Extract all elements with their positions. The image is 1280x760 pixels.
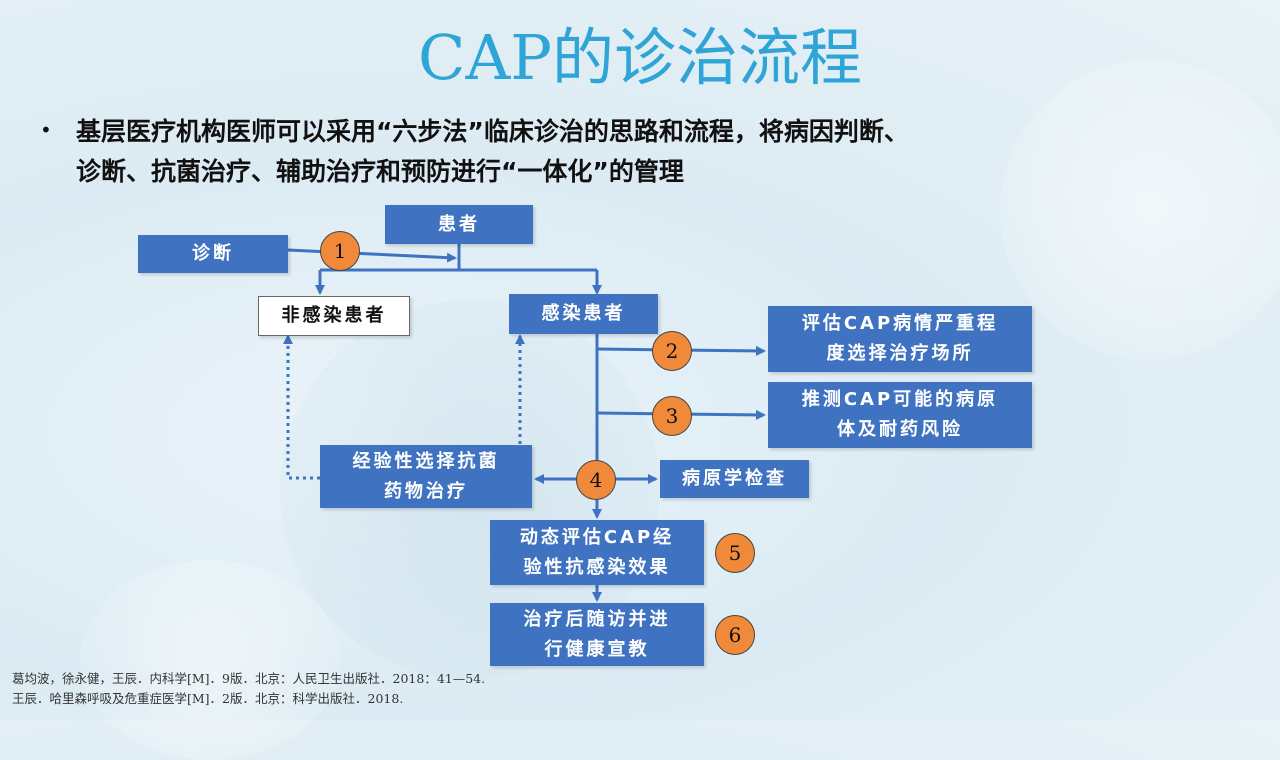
bullet-dot-icon: • (40, 118, 52, 142)
box-dynamic-line-1: 动态评估CAP经 (519, 526, 675, 548)
box-followup-line-1: 治疗后随访并进 (523, 608, 671, 630)
page-title: CAP的诊治流程 (418, 21, 862, 94)
step-3-badge: 3 (652, 396, 692, 436)
step-2-badge: 2 (652, 331, 692, 371)
box-assess-line-1: 评估CAP病情严重程 (801, 313, 999, 334)
box-assess-line-2: 度选择治疗场所 (826, 343, 974, 364)
box-infer-line-2: 体及耐药风险 (837, 419, 963, 440)
box-assess-severity: 评估CAP病情严重程 度选择治疗场所 (768, 306, 1032, 372)
arrow-diagnosis-to-patient (287, 248, 457, 263)
box-non-infected-label: 非感染患者 (281, 305, 387, 326)
box-empiric-line-1: 经验性选择抗菌 (352, 450, 500, 472)
box-diagnosis: 诊断 (138, 235, 288, 273)
dotted-arrow-to-non-infected (283, 334, 320, 480)
reference-1: 葛均波，徐永健，王辰．内科学[M]．9版．北京：人民卫生出版社．2018：41—… (12, 671, 486, 686)
bullet-line-1: 基层医疗机构医师可以采用“六步法”临床诊治的思路和流程，将病因判断、 (76, 117, 909, 146)
box-followup: 治疗后随访并进 行健康宣教 (490, 603, 704, 666)
bullet-point: • 基层医疗机构医师可以采用“六步法”临床诊治的思路和流程，将病因判断、 诊断、… (40, 112, 1240, 192)
bullet-line-2: 诊断、抗菌治疗、辅助治疗和预防进行“一体化”的管理 (76, 157, 684, 186)
step-4-badge: 4 (576, 460, 616, 500)
box-followup-line-2: 行健康宣教 (544, 638, 650, 660)
box-empiric-line-2: 药物治疗 (384, 480, 468, 502)
box-patient-label: 患者 (438, 213, 480, 235)
box-infected: 感染患者 (509, 294, 658, 334)
box-non-infected: 非感染患者 (258, 296, 410, 336)
box-dynamic-assessment: 动态评估CAP经 验性抗感染效果 (490, 520, 704, 585)
box-pathogen-test-label: 病原学检查 (682, 468, 787, 489)
step-6-badge: 6 (715, 615, 755, 655)
box-infer-pathogen: 推测CAP可能的病原 体及耐药风险 (768, 382, 1032, 448)
box-dynamic-line-2: 验性抗感染效果 (523, 556, 671, 578)
box-infer-line-1: 推测CAP可能的病原 (801, 389, 999, 410)
box-diagnosis-label: 诊断 (192, 243, 234, 264)
box-empiric-therapy: 经验性选择抗菌 药物治疗 (320, 445, 532, 508)
box-pathogen-test: 病原学检查 (660, 460, 809, 498)
step-5-badge: 5 (715, 533, 755, 573)
step-1-badge: 1 (320, 231, 360, 271)
bullet-text: 基层医疗机构医师可以采用“六步法”临床诊治的思路和流程，将病因判断、 诊断、抗菌… (76, 112, 1240, 192)
references: 葛均波，徐永健，王辰．内科学[M]．9版．北京：人民卫生出版社．2018：41—… (12, 669, 485, 709)
box-infected-label: 感染患者 (541, 303, 626, 324)
reference-2: 王辰．哈里森呼吸及危重症医学[M]．2版．北京：科学出版社．2018. (12, 691, 404, 706)
box-patient: 患者 (385, 205, 533, 244)
